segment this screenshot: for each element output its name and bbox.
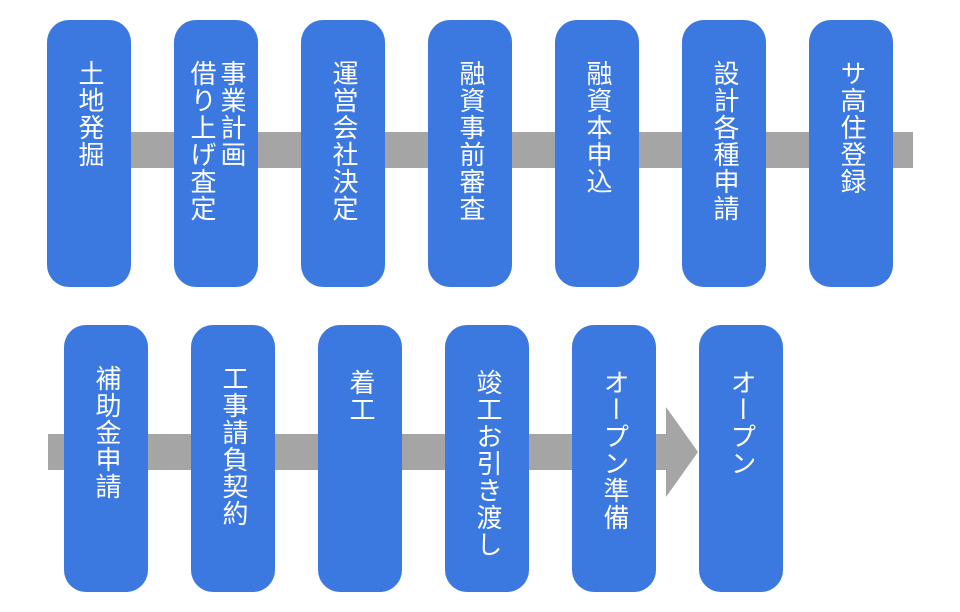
step-label: 土地発掘 [74,60,104,168]
step-label: 設計各種申請 [709,60,739,222]
step-loan-application: 融資本申込 [555,20,639,287]
flow-arrow-head [666,407,698,497]
step-label: 事業計画 借り上げ査定 [186,60,246,222]
step-label: 着工 [345,369,375,423]
step-registration: サ高住登録 [809,20,893,287]
step-design-applications: 設計各種申請 [682,20,766,287]
step-opening-preparation: オープン準備 [572,325,656,592]
step-operator-decision: 運営会社決定 [301,20,385,287]
step-label: 融資本申込 [582,60,612,195]
step-opening: オープン [699,325,783,592]
step-subsidy-application: 補助金申請 [64,325,148,592]
step-label: 補助金申請 [91,365,121,500]
step-completion-handover: 竣工お引き渡し [445,325,529,592]
step-label: 運営会社決定 [328,60,358,222]
step-construction-start: 着工 [318,325,402,592]
step-label: 融資事前審査 [455,60,485,222]
step-construction-contract: 工事請負契約 [191,325,275,592]
step-label: 工事請負契約 [218,365,248,527]
step-land-acquisition: 土地発掘 [47,20,131,287]
step-label: 竣工お引き渡し [472,369,502,558]
step-label: オープン準備 [599,369,629,531]
step-loan-prescreen: 融資事前審査 [428,20,512,287]
step-label: サ高住登録 [836,60,866,195]
step-label: オープン [726,369,756,477]
step-business-plan: 事業計画 借り上げ査定 [174,20,258,287]
flow-arrow-row-1 [128,132,913,168]
